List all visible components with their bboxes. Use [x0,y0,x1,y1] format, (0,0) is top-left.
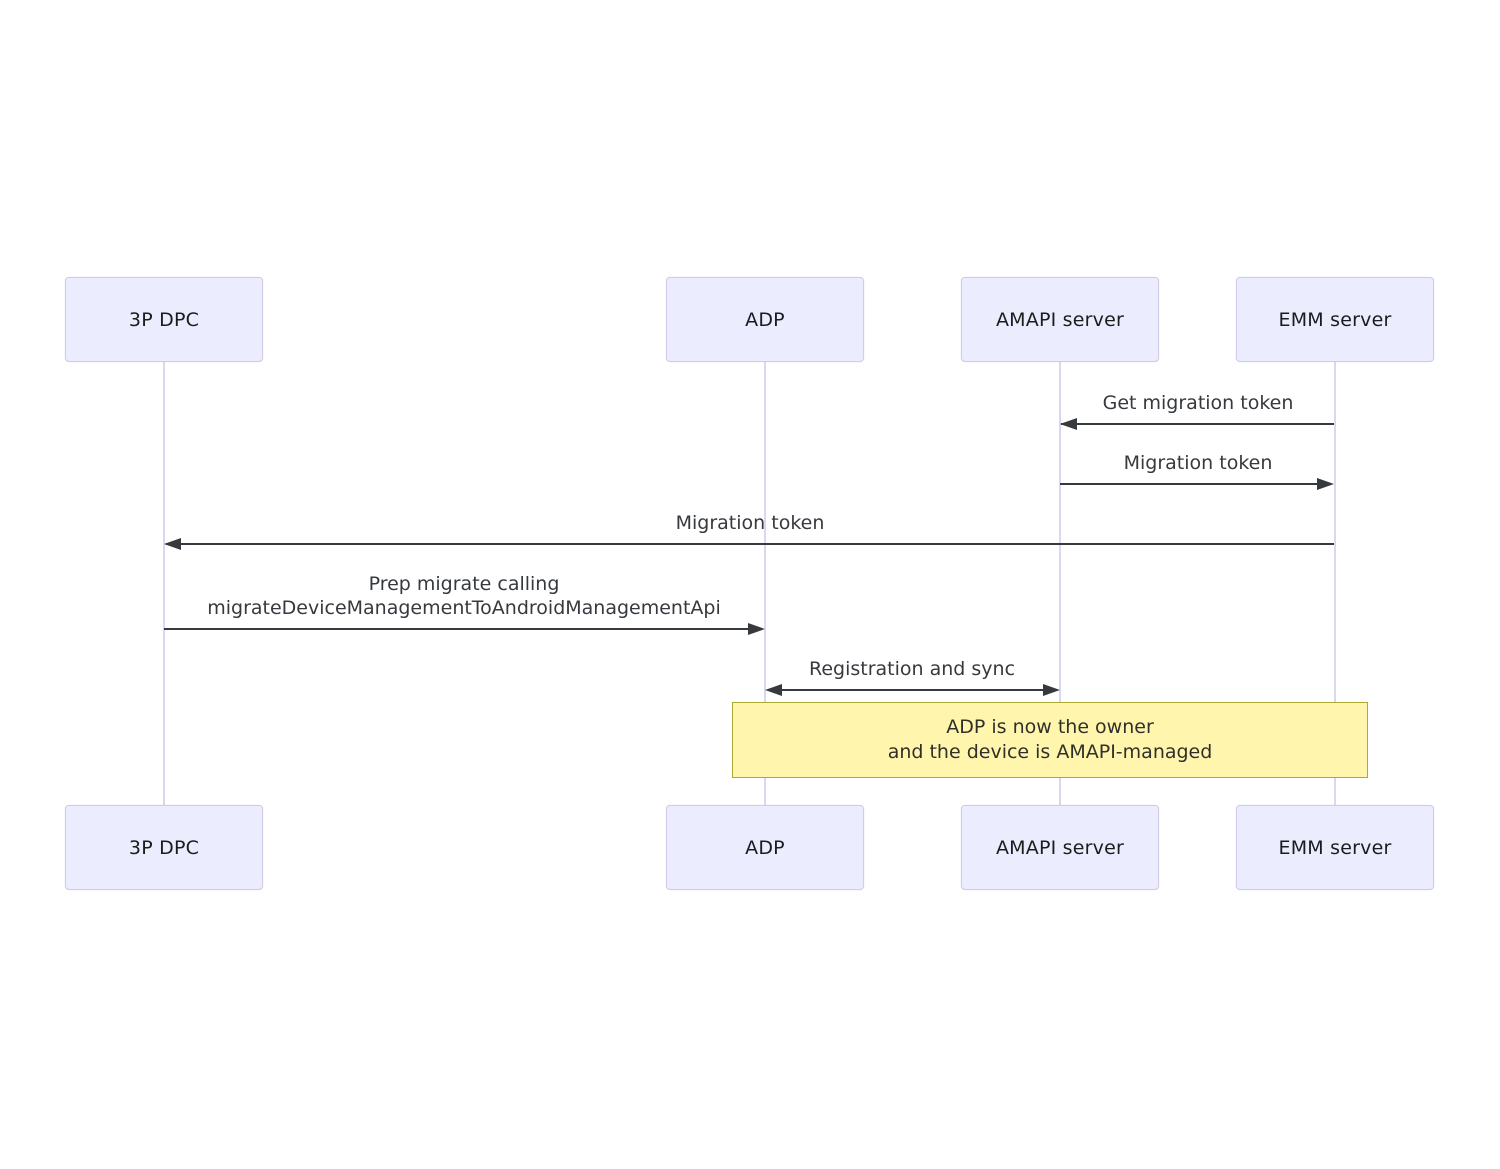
actor-emm-server-top: EMM server [1236,277,1434,362]
actor-emm-server-bottom: EMM server [1236,805,1434,890]
actor-label: AMAPI server [995,308,1125,331]
message-label: Prep migrate calling migrateDeviceManage… [207,572,721,620]
actor-label: EMM server [1278,836,1392,859]
actor-label: 3P DPC [128,836,200,859]
actor-label: AMAPI server [995,836,1125,859]
actor-label: EMM server [1278,308,1392,331]
message-line [166,543,1334,545]
actor-adp-bottom: ADP [666,805,864,890]
note-adp-owner: ADP is now the owner and the device is A… [732,702,1368,778]
message-line [780,689,1045,691]
note-text: ADP is now the owner [946,716,1154,738]
actor-amapi-server-top: AMAPI server [961,277,1159,362]
arrowhead-left-icon [164,538,181,550]
message-line [164,628,750,630]
arrowhead-left-icon [1060,418,1077,430]
message-text: Migration token [1123,452,1273,474]
actor-label: 3P DPC [128,308,200,331]
message-text: Get migration token [1102,392,1294,414]
lifeline-amapi-server [1059,362,1061,805]
message-text: Prep migrate calling [368,573,560,595]
message-line [1061,423,1334,425]
actor-3p-dpc-top: 3P DPC [65,277,263,362]
actor-label: ADP [745,308,785,331]
message-text: migrateDeviceManagementToAndroidManageme… [207,597,721,619]
actor-adp-top: ADP [666,277,864,362]
lifeline-emm-server [1334,362,1336,805]
lifeline-adp [764,362,766,805]
message-text: Migration token [675,512,825,534]
arrowhead-right-icon [1043,684,1060,696]
message-label: Migration token [1124,451,1273,475]
actor-3p-dpc-bottom: 3P DPC [65,805,263,890]
note-text: and the device is AMAPI-managed [887,741,1213,763]
arrowhead-left-icon [765,684,782,696]
message-label: Get migration token [1103,391,1294,415]
lifeline-3p-dpc [163,362,165,805]
arrowhead-right-icon [748,623,765,635]
actor-amapi-server-bottom: AMAPI server [961,805,1159,890]
message-line [1060,483,1320,485]
actor-label: ADP [745,836,785,859]
message-label: Registration and sync [809,657,1015,681]
message-label: Migration token [676,511,825,535]
message-text: Registration and sync [808,658,1016,680]
arrowhead-right-icon [1317,478,1334,490]
